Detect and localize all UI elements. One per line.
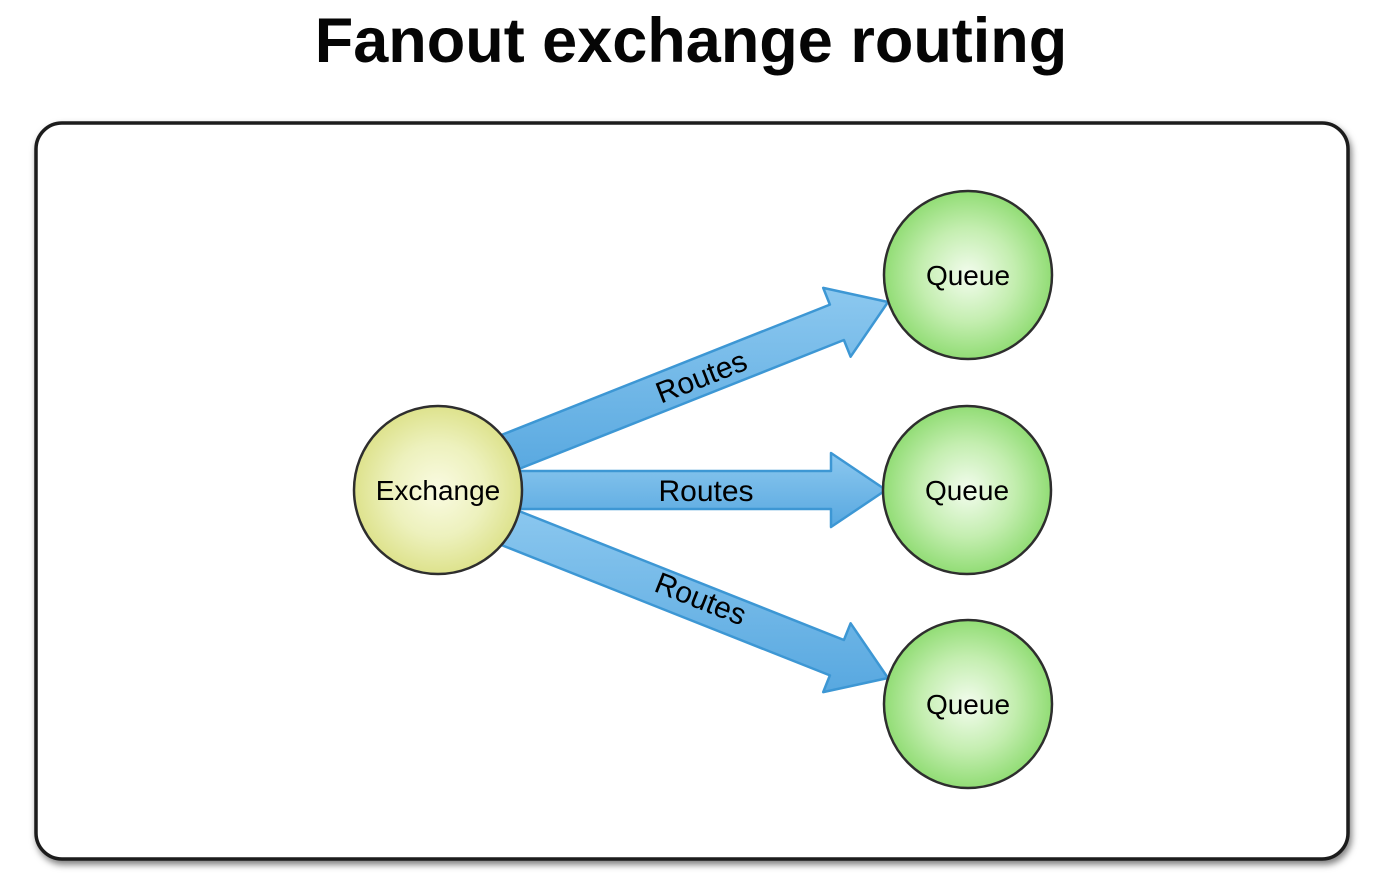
exchange-circle bbox=[352, 404, 524, 576]
route-arrows bbox=[486, 286, 890, 694]
queue-circle bbox=[881, 404, 1053, 576]
queue-label: Queue bbox=[925, 475, 1009, 506]
queue-circle bbox=[882, 189, 1054, 361]
queue-node-middle: Queue bbox=[881, 404, 1053, 576]
exchange-node: Exchange bbox=[352, 404, 524, 576]
route-arrow-middle bbox=[498, 451, 888, 529]
queue-label: Queue bbox=[926, 260, 1010, 291]
route-arrow-bottom bbox=[486, 503, 890, 694]
route-arrow-top bbox=[486, 286, 890, 477]
exchange-label: Exchange bbox=[376, 475, 501, 506]
queue-node-top: Queue bbox=[882, 189, 1054, 361]
queue-node-bottom: Queue bbox=[882, 618, 1054, 790]
queue-circle bbox=[882, 618, 1054, 790]
route-label-middle: Routes bbox=[658, 475, 753, 508]
queue-label: Queue bbox=[926, 689, 1010, 720]
page-title: Fanout exchange routing bbox=[314, 6, 1068, 76]
